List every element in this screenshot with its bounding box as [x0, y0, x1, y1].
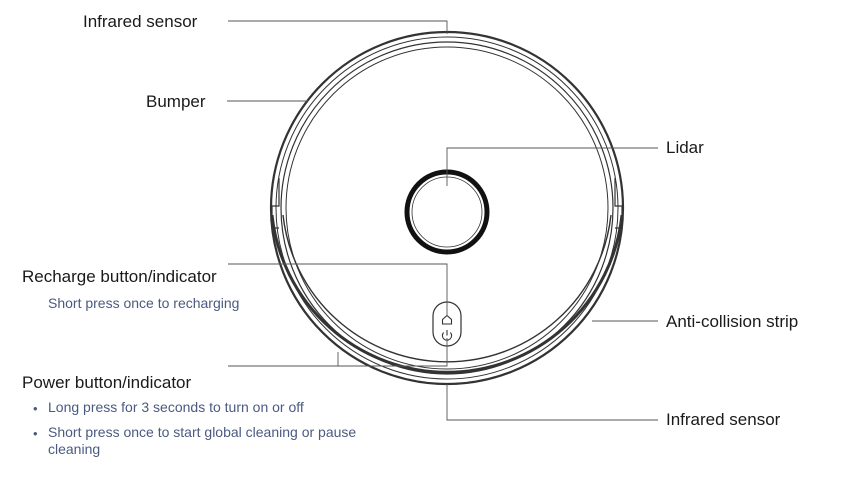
leader-lidar	[446, 147, 658, 186]
leader-recharge	[228, 263, 448, 316]
anti-collision-strip-arc	[270, 214, 624, 374]
bumper-ring	[280, 41, 614, 375]
label-anti-collision-strip: Anti-collision strip	[666, 312, 799, 331]
top-cover-edge	[285, 46, 609, 370]
bullet-dot: •	[33, 426, 38, 441]
desc-power-2: Short press once to start global cleanin…	[48, 424, 357, 457]
label-infrared-sensor-bottom: Infrared sensor	[666, 410, 781, 429]
label-power: Power button/indicator	[22, 373, 192, 392]
lidar-inner	[411, 176, 483, 248]
left-notch	[271, 206, 279, 229]
right-notch-upper	[614, 178, 622, 207]
leader-power	[228, 338, 448, 367]
desc-power-1: Long press for 3 seconds to turn on or o…	[48, 399, 304, 415]
bullet-dot: •	[33, 401, 38, 416]
desc-recharge: Short press once to recharging	[48, 295, 240, 311]
label-bumper: Bumper	[146, 92, 206, 111]
right-notch	[615, 206, 623, 229]
label-recharge: Recharge button/indicator	[22, 267, 217, 286]
left-notch-upper	[272, 178, 280, 207]
outer-shell-inner-edge	[275, 36, 619, 380]
leader-lines	[227, 20, 658, 421]
leader-infrared-top	[228, 20, 448, 34]
label-lidar: Lidar	[666, 138, 704, 157]
label-infrared-sensor-top: Infrared sensor	[83, 12, 198, 31]
leader-infrared-bottom	[446, 384, 658, 421]
home-icon[interactable]	[441, 314, 453, 325]
